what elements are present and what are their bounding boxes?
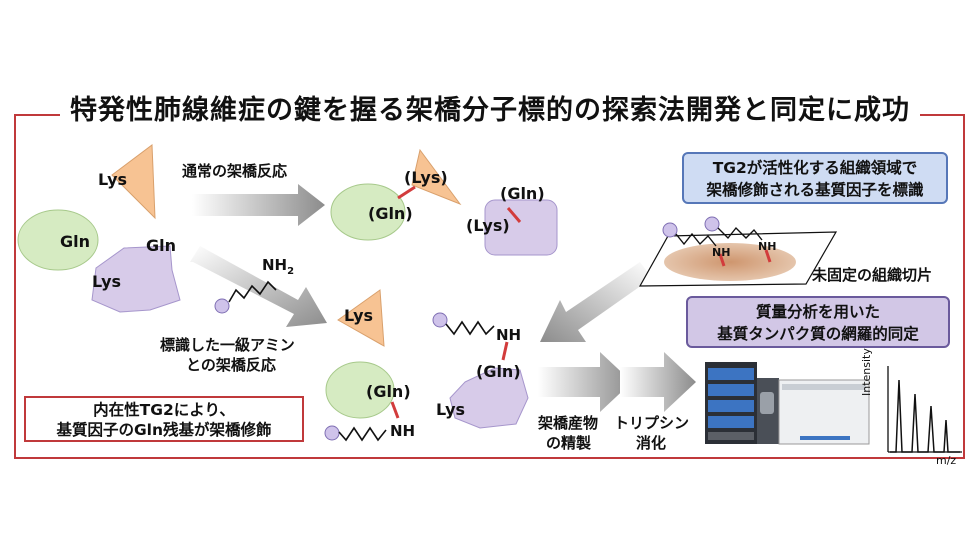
caption-purify-1: 架橋産物 <box>538 414 599 432</box>
ms-line2: 基質タンパク質の網羅的同定 <box>717 325 919 343</box>
tissue-slice-sample <box>664 243 796 281</box>
arrow-trypsin <box>620 352 696 412</box>
gln-ellipse-probe <box>325 361 395 419</box>
label-lys-paren-blob: (Lys) <box>466 216 510 235</box>
spectrum-ylabel: Intensity <box>860 348 873 396</box>
ms-line1: 質量分析を用いた <box>755 303 880 321</box>
label-lys-middle: Lys <box>344 306 374 325</box>
probe-circle-tissue-2 <box>704 216 720 232</box>
label-lys-paren-top: (Lys) <box>404 168 448 187</box>
label-lys-top-left: Lys <box>98 170 128 189</box>
endogenous-line1: 内在性TG2により、 <box>93 401 235 419</box>
tg2-box: TG2が活性化する組織領域で 架橋修飾される基質因子を標識 <box>682 152 948 204</box>
probe-chain-tissue-2 <box>717 226 763 241</box>
label-gln-paren-top: (Gln) <box>368 204 413 223</box>
mass-spectrometer <box>705 362 870 445</box>
ms-box: 質量分析を用いた 基質タンパク質の網羅的同定 <box>686 296 950 348</box>
title-text: 特発性肺線維症の鍵を握る架橋分子標的の探索法開発と同定に成功 <box>60 95 920 126</box>
label-nh-probe: NH <box>390 422 416 440</box>
crosslink-bond-tissue-2 <box>764 249 772 263</box>
label-nh-tissue-2: NH <box>758 240 777 253</box>
probe-chain-bottom <box>338 426 387 442</box>
label-nh-tissue-1: NH <box>712 246 731 259</box>
label-gln-paren-blob: (Gln) <box>500 184 545 203</box>
label-lys-center: Lys <box>436 400 466 419</box>
crosslink-bond-probe <box>390 401 400 419</box>
caption-trypsin-2: 消化 <box>636 434 667 452</box>
lys-triangle-top-left <box>111 144 156 220</box>
nh2-sub: 2 <box>287 266 295 277</box>
crosslink-bond-center <box>501 341 509 361</box>
gln-ellipse-left <box>17 209 99 271</box>
protein-blob-left <box>91 245 181 313</box>
crosslink-bond-top <box>397 185 416 200</box>
caption-labeled-reaction-2: との架橋反応 <box>186 356 276 374</box>
probe-circle-arrow <box>214 298 230 314</box>
tissue-label: 未固定の組織切片 <box>812 266 933 284</box>
caption-purify-2: の精製 <box>546 434 592 452</box>
crosslink-bond-blob <box>506 207 522 223</box>
protein-blob-center <box>449 367 529 429</box>
tg2-line1: TG2が活性化する組織領域で <box>712 159 918 177</box>
label-gln-paren-center: (Gln) <box>476 362 521 381</box>
crosslink-bond-tissue-1 <box>718 253 726 267</box>
ms-spectrum <box>887 366 962 453</box>
probe-circle-bottom <box>324 425 340 441</box>
arrow-labeled-reaction <box>190 246 327 327</box>
protein-blob-top-right <box>484 199 558 256</box>
gln-ellipse-crosslinked <box>330 183 406 241</box>
label-gln-paren-probe: (Gln) <box>366 382 411 401</box>
label-lys-blob: Lys <box>92 272 122 291</box>
caption-normal-reaction: 通常の架橋反応 <box>182 162 288 180</box>
nh2-main: NH <box>262 256 288 274</box>
label-gln-left: Gln <box>60 232 91 251</box>
lys-triangle-crosslinked <box>411 148 462 206</box>
caption-labeled-reaction-1: 標識した一級アミン <box>160 336 295 354</box>
probe-chain-tissue-1 <box>675 232 717 247</box>
spectrum-peaks <box>890 379 960 453</box>
label-nh2: NH2 <box>262 256 294 277</box>
spectrum-xlabel: m/z <box>936 454 957 467</box>
label-nh-center: NH <box>496 326 522 344</box>
caption-trypsin-1: トリプシン <box>614 414 690 432</box>
endogenous-line2: 基質因子のGln残基が架橋修飾 <box>56 421 272 439</box>
probe-chain-arrow <box>228 280 277 303</box>
arrow-from-tissue <box>540 262 652 342</box>
tg2-line2: 架橋修飾される基質因子を標識 <box>706 181 924 199</box>
probe-chain-center <box>445 320 495 336</box>
probe-circle-center <box>432 312 448 328</box>
arrow-normal-reaction <box>192 184 325 226</box>
endogenous-box: 内在性TG2により、 基質因子のGln残基が架橋修飾 <box>24 396 304 442</box>
probe-circle-tissue-1 <box>662 222 678 238</box>
label-gln-blob: Gln <box>146 236 177 255</box>
lys-triangle-middle <box>337 289 385 347</box>
figure-title: 特発性肺線維症の鍵を握る架橋分子標的の探索法開発と同定に成功 <box>0 88 980 127</box>
arrow-purify <box>538 352 632 412</box>
